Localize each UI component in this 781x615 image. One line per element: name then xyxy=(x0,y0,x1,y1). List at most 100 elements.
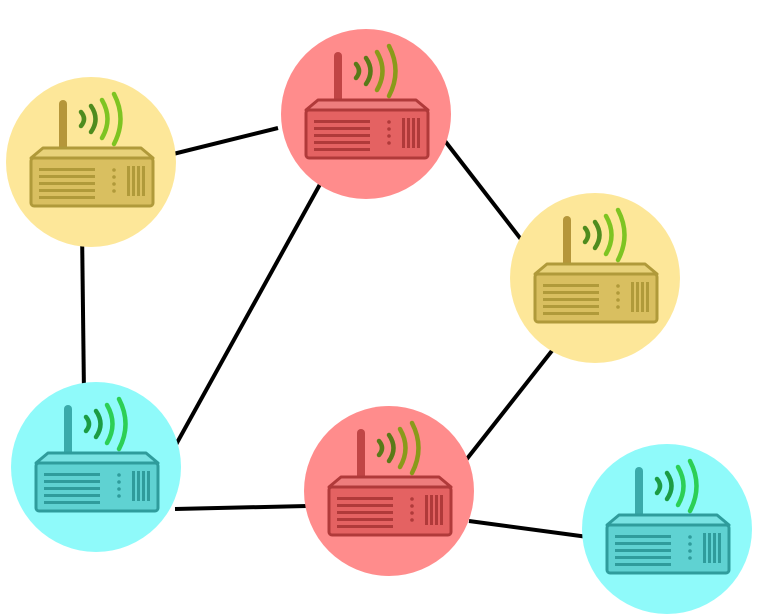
vent-slot xyxy=(39,196,95,199)
wifi-wave-2 xyxy=(664,470,674,502)
vent-slot xyxy=(44,473,100,476)
port-bar xyxy=(132,166,135,196)
vent-slot xyxy=(39,168,95,171)
status-light xyxy=(410,511,414,515)
status-light xyxy=(387,134,391,138)
status-light xyxy=(112,175,116,179)
wifi-wave-2 xyxy=(592,219,602,251)
port-bar xyxy=(417,118,420,148)
vent-slot xyxy=(543,305,599,308)
antenna-mast xyxy=(635,467,643,527)
vent-slot xyxy=(615,556,671,559)
wifi-wave-3 xyxy=(99,97,110,141)
router-bottom-center xyxy=(304,406,474,576)
port-bar xyxy=(425,495,428,525)
status-light xyxy=(616,305,620,309)
vent-slot xyxy=(543,298,599,301)
vent-slot xyxy=(314,148,370,151)
vent-slot xyxy=(314,134,370,137)
wifi-signal-icon xyxy=(353,43,398,99)
wifi-wave-4 xyxy=(116,396,128,452)
vent-slot xyxy=(314,141,370,144)
router-right xyxy=(510,193,680,363)
port-bar xyxy=(641,282,644,312)
nodes-layer xyxy=(6,29,752,614)
port-bar xyxy=(412,118,415,148)
wifi-signal-icon xyxy=(78,91,123,147)
vent-slot xyxy=(314,120,370,123)
wifi-signal-icon xyxy=(654,458,699,514)
edge-router-top-left-to-router-bottom-left xyxy=(80,227,86,395)
edge-router-bottom-left-to-router-bottom-center xyxy=(174,504,308,511)
port-bar xyxy=(703,533,706,563)
wifi-wave-1 xyxy=(83,414,92,434)
wireless-router-icon xyxy=(29,91,155,208)
edge-router-right-to-router-bottom-center xyxy=(453,336,564,476)
wifi-signal-icon xyxy=(376,420,421,476)
wifi-wave-3 xyxy=(374,49,385,93)
antenna-mast xyxy=(563,216,571,276)
vent-slot xyxy=(615,563,671,566)
status-light xyxy=(616,298,620,302)
status-light xyxy=(387,120,391,124)
vent-slot xyxy=(39,182,95,185)
wireless-router-icon xyxy=(327,420,453,537)
status-light xyxy=(387,141,391,145)
wifi-wave-2 xyxy=(386,432,396,464)
edges-layer xyxy=(80,126,589,539)
status-light xyxy=(616,284,620,288)
edge-router-top-left-to-router-top-center xyxy=(156,126,279,160)
wireless-router-icon xyxy=(34,396,160,513)
port-bar xyxy=(142,471,145,501)
status-light xyxy=(410,518,414,522)
wifi-wave-1 xyxy=(78,109,87,129)
vent-slot xyxy=(337,525,393,528)
port-bar xyxy=(440,495,443,525)
wifi-wave-3 xyxy=(675,464,686,508)
status-light xyxy=(688,542,692,546)
wifi-wave-2 xyxy=(88,103,98,135)
port-bar xyxy=(132,471,135,501)
vent-slot xyxy=(337,497,393,500)
wifi-wave-4 xyxy=(687,458,699,514)
status-light xyxy=(112,168,116,172)
vent-slot xyxy=(337,518,393,521)
antenna-mast xyxy=(357,429,365,489)
status-light xyxy=(616,291,620,295)
router-bottom-right xyxy=(582,444,752,614)
wifi-wave-4 xyxy=(615,207,627,263)
vent-slot xyxy=(314,127,370,130)
vent-slot xyxy=(615,542,671,545)
port-bar xyxy=(127,166,130,196)
vent-slot xyxy=(337,504,393,507)
wifi-wave-3 xyxy=(397,426,408,470)
status-light xyxy=(117,494,121,498)
vent-slot xyxy=(337,511,393,514)
vent-slot xyxy=(543,312,599,315)
router-top-center xyxy=(281,29,451,199)
port-bar xyxy=(646,282,649,312)
status-light xyxy=(688,549,692,553)
wifi-signal-icon xyxy=(83,396,128,452)
antenna-mast xyxy=(334,52,342,112)
wireless-router-icon xyxy=(304,43,430,160)
wifi-wave-3 xyxy=(603,213,614,257)
vent-slot xyxy=(39,175,95,178)
status-light xyxy=(112,189,116,193)
status-light xyxy=(410,497,414,501)
port-bar xyxy=(713,533,716,563)
status-light xyxy=(688,556,692,560)
edge-router-bottom-center-to-router-bottom-right xyxy=(468,519,589,539)
port-bar xyxy=(407,118,410,148)
vent-slot xyxy=(543,291,599,294)
port-bar xyxy=(631,282,634,312)
status-light xyxy=(117,480,121,484)
vent-slot xyxy=(39,189,95,192)
wifi-wave-4 xyxy=(409,420,421,476)
router-top-left xyxy=(6,77,176,247)
port-bar xyxy=(142,166,145,196)
wifi-wave-1 xyxy=(376,438,385,458)
vent-slot xyxy=(44,501,100,504)
